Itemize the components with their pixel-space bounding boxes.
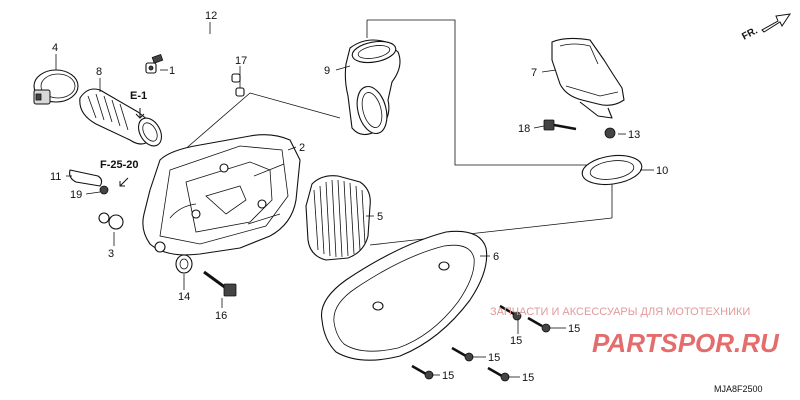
callout-3: 3 <box>108 248 114 260</box>
watermark-brand: PARTSPOR.RU <box>592 328 780 358</box>
callout-15-b: 15 <box>510 335 522 347</box>
reference-e1-arrow-icon <box>135 108 145 119</box>
diagram-code: MJA8F2500 <box>714 384 763 394</box>
part-16-bolt <box>203 270 237 297</box>
callout-1: 1 <box>169 65 175 77</box>
watermark: ЗАПЧАСТИ И АКСЕССУАРЫ ДЛЯ МОТОТЕХНИКИ PA… <box>490 306 780 358</box>
callout-16: 16 <box>215 310 227 322</box>
callout-labels: 4 8 12 1 17 9 7 2 5 6 18 13 10 11 19 3 1… <box>50 10 668 384</box>
part-4-hose-band <box>33 69 79 105</box>
callout-4: 4 <box>52 42 58 54</box>
callout-5: 5 <box>377 211 383 223</box>
callout-2: 2 <box>299 142 305 154</box>
screw-15-b <box>527 316 551 333</box>
reference-f2520-label: F-25-20 <box>100 159 139 171</box>
screw-15-e <box>487 366 510 382</box>
callout-17: 17 <box>235 55 247 67</box>
screw-15-d <box>411 364 434 380</box>
part-12-breather-tube <box>151 28 241 84</box>
callout-12: 12 <box>205 10 217 22</box>
callout-18: 18 <box>518 123 530 135</box>
part-17-clip <box>235 87 245 97</box>
reference-e1-label: E-1 <box>130 90 147 102</box>
part-19-screw <box>99 185 109 195</box>
callout-11: 11 <box>50 171 61 183</box>
screw-15-c <box>451 346 474 362</box>
callout-19: 19 <box>70 189 82 201</box>
cross-reference-e1: E-1 <box>130 90 147 119</box>
callout-8: 8 <box>96 66 102 78</box>
callout-9: 9 <box>324 65 330 77</box>
callout-15-d: 15 <box>442 370 454 382</box>
screw-15-a <box>499 304 522 321</box>
part-3-grommet <box>98 212 124 230</box>
part-2-air-cleaner-case <box>142 134 301 256</box>
reference-f2520-arrow-icon <box>119 177 129 187</box>
part-9-intake-duct <box>344 39 401 136</box>
callout-15-a: 15 <box>568 323 580 335</box>
part-18-bolt <box>543 119 577 131</box>
callout-10: 10 <box>656 165 668 177</box>
callout-13: 13 <box>628 129 640 141</box>
part-8-connecting-tube <box>79 88 163 147</box>
part-14-collar <box>175 254 193 274</box>
part-7-side-duct <box>551 37 625 119</box>
front-direction-arrow-icon <box>761 13 792 33</box>
part-13-nut <box>604 127 616 139</box>
front-direction-label: FR. <box>740 25 760 42</box>
callout-6: 6 <box>493 251 499 263</box>
part-1-tube-clip <box>145 62 157 74</box>
part-11-clip <box>69 169 103 187</box>
part-5-air-filter-element <box>305 175 371 261</box>
callout-7: 7 <box>531 67 537 79</box>
part-15-screws <box>411 304 551 382</box>
front-direction-indicator: FR. <box>740 13 792 43</box>
callout-15-c: 15 <box>488 352 500 364</box>
part-10-duct-seal <box>581 154 643 186</box>
part-6-air-cleaner-cover <box>320 230 488 361</box>
callout-15-e: 15 <box>522 372 534 384</box>
cross-reference-f2520: F-25-20 <box>100 159 139 187</box>
watermark-tagline: ЗАПЧАСТИ И АКСЕССУАРЫ ДЛЯ МОТОТЕХНИКИ <box>490 306 750 318</box>
leader-lines <box>55 22 654 378</box>
callout-14: 14 <box>178 291 190 303</box>
